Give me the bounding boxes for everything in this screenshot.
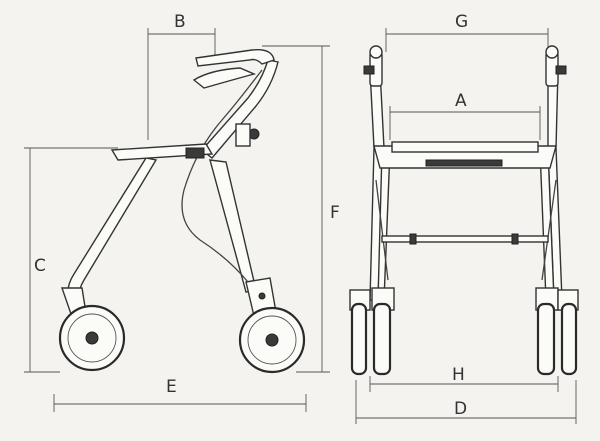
label-d: D bbox=[454, 399, 467, 419]
height-adjust-collar bbox=[235, 123, 251, 147]
front-wheel bbox=[58, 304, 126, 372]
label-c: C bbox=[34, 256, 46, 276]
front-right-wheel bbox=[535, 287, 559, 376]
label-e: E bbox=[166, 377, 177, 397]
rear-right-wheel bbox=[557, 289, 579, 376]
left-cross-brace bbox=[375, 179, 389, 281]
dimension-g: G bbox=[385, 12, 549, 52]
brake-cable bbox=[181, 69, 263, 283]
label-f: F bbox=[330, 203, 340, 223]
right-handle bbox=[545, 45, 567, 87]
dimension-a: A bbox=[389, 91, 541, 140]
label-h: H bbox=[452, 365, 465, 385]
brake-lever bbox=[192, 67, 257, 89]
dimension-e: E bbox=[53, 377, 307, 412]
lower-crossbar bbox=[381, 235, 549, 243]
label-a: A bbox=[455, 91, 467, 111]
left-handle bbox=[363, 45, 383, 87]
label-b: B bbox=[174, 12, 186, 32]
crossbar-clip-left bbox=[409, 233, 417, 245]
side-view: B C F E bbox=[24, 12, 340, 412]
dimension-d: D bbox=[355, 380, 577, 424]
right-cross-brace bbox=[541, 179, 557, 281]
dimension-h: H bbox=[369, 365, 559, 392]
seat-clamp bbox=[185, 147, 205, 159]
rear-brake-dot bbox=[258, 292, 266, 300]
side-rear-leg bbox=[209, 159, 257, 293]
rear-wheel bbox=[238, 306, 306, 374]
dimension-f: F bbox=[262, 45, 340, 373]
front-view: G A H D bbox=[349, 12, 579, 424]
crossbar-clip-right bbox=[511, 233, 519, 245]
handle-grip bbox=[195, 49, 275, 67]
seat-latch bbox=[425, 159, 503, 167]
label-g: G bbox=[455, 12, 468, 32]
seat-panel bbox=[391, 141, 539, 153]
side-upper-tube bbox=[200, 59, 279, 159]
dimension-b: B bbox=[147, 12, 216, 140]
dimension-c: C bbox=[24, 147, 118, 373]
front-left-wheel bbox=[349, 289, 371, 376]
side-front-leg bbox=[66, 157, 158, 301]
rear-left-wheel bbox=[371, 287, 395, 376]
